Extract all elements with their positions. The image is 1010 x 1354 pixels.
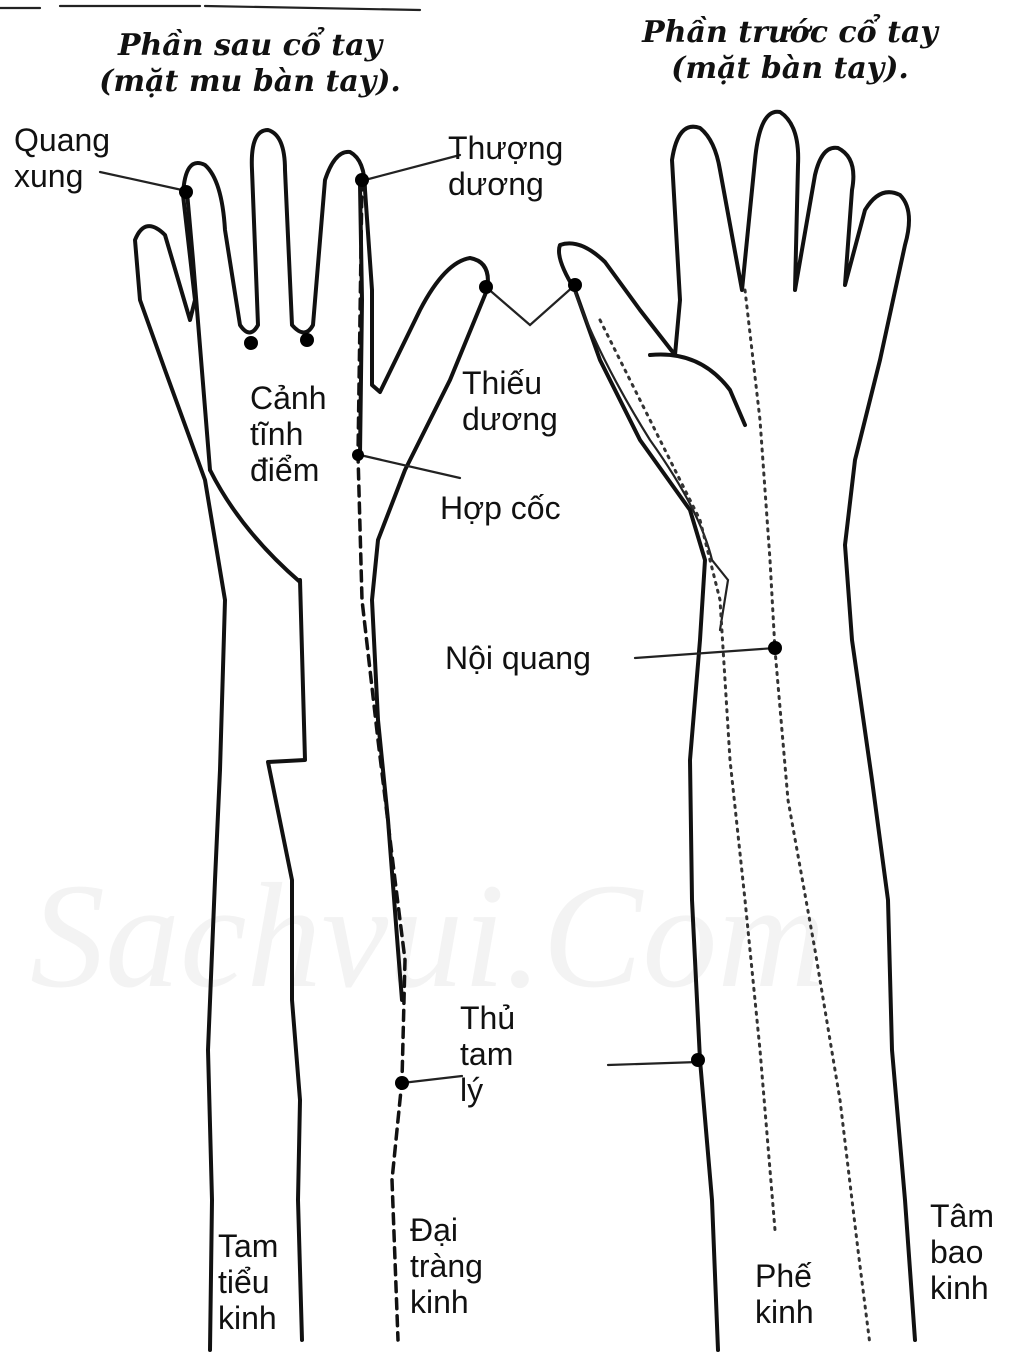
thieu-duong-connector [486,285,575,325]
label-quang-xung: Quang xung [14,122,110,194]
point-thu-tam-ly-palm [691,1053,705,1067]
leader-noi-quang [635,648,775,658]
label-hop-coc: Hợp cốc [440,490,561,526]
meridian-phe-kinh-line [600,320,775,1230]
back-hand-outline [135,130,488,1350]
label-thu-tam-ly: Thủ tam lý [460,1000,515,1108]
title-back-of-wrist: Phần sau cổ tay (mặt mu bàn tay). [60,28,440,100]
leader-thu-tam-ly-right [608,1062,698,1065]
point-canh-tinh-diem-1 [244,336,258,350]
point-canh-tinh-diem-2 [300,333,314,347]
meridian-tam-tieu-kinh-line [187,192,210,470]
thuong-duong-line [360,185,362,455]
label-thuong-duong: Thượng dương [448,130,563,202]
label-tam-tieu-kinh: Tam tiểu kinh [218,1228,278,1336]
label-canh-tinh-diem: Cảnh tĩnh điểm [250,380,327,488]
title-front-of-wrist: Phần trước cổ tay (mặt bàn tay). [605,15,975,87]
label-thieu-duong: Thiếu dương [462,365,558,437]
palm-thumb-edge [650,354,745,425]
point-hop-coc [352,449,364,461]
point-thieu-duong-left [479,280,493,294]
label-dai-trang-kinh: Đại tràng kinh [410,1212,483,1320]
label-noi-quang: Nội quang [445,640,591,676]
point-thieu-duong-right [568,278,582,292]
leader-thu-tam-ly-left [402,1076,462,1083]
leader-thuong-duong [365,155,460,180]
scan-edge-mark [0,6,420,10]
palm-outline [559,112,915,1350]
point-thuong-duong [355,173,369,187]
leader-quang-xung [100,172,182,190]
meridian-tam-bao-kinh-line [745,290,870,1345]
point-quang-xung [179,185,193,199]
label-tam-bao-kinh: Tâm bao kinh [930,1198,994,1306]
label-phe-kinh: Phế kinh [755,1258,814,1330]
point-noi-quang [768,641,782,655]
back-forearm-inner-edge [268,580,305,1340]
point-thu-tam-ly-back [395,1076,409,1090]
